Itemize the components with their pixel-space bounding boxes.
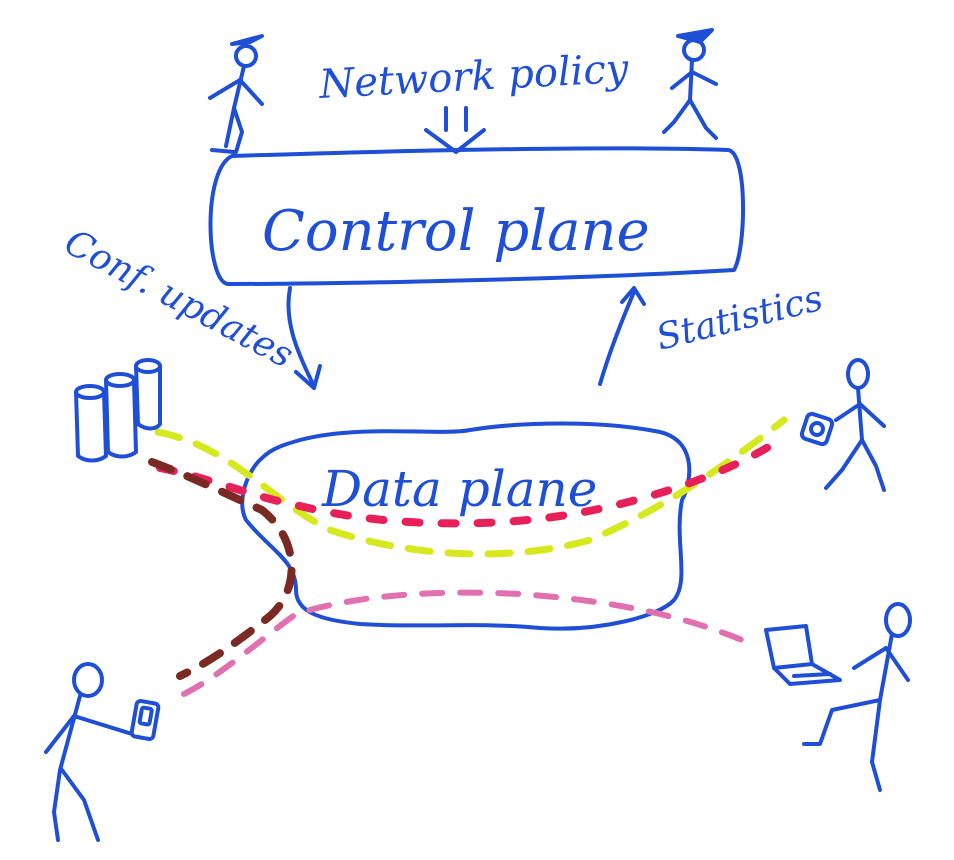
statistics-label: Statistics [652,278,827,359]
statistics-arrow-icon [598,286,646,386]
control-plane-label: Control plane [262,199,650,264]
flow-pink-line [181,589,759,697]
walking-user-phone-icon [799,358,886,492]
data-plane-cloud [240,421,692,631]
user-with-phone-icon [44,662,161,842]
server-storage-icon [74,358,162,463]
flow-red-line [156,442,774,528]
flow-yellow-line [154,416,788,558]
user-with-laptop-icon [764,602,912,792]
policy-maker-figure-right [662,28,718,140]
network-policy-label: Network policy [317,46,631,108]
conf-updates-arrow-icon [286,286,322,390]
policy-down-arrow-icon [424,106,486,154]
control-plane-box [208,146,745,286]
policy-maker-figure-left [208,34,264,154]
data-plane-label: Data plane [321,460,597,518]
